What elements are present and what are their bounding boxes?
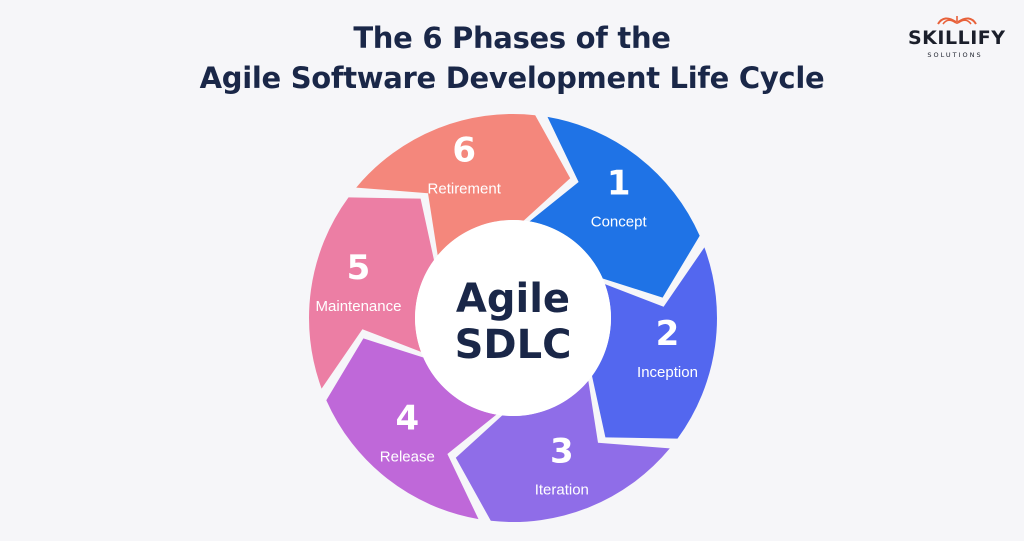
phase-segment-retirement	[356, 113, 571, 256]
phase-segment-inception	[592, 247, 717, 439]
phase-segment-iteration	[455, 380, 670, 523]
books-icon	[937, 16, 977, 25]
phase-segment-maintenance	[309, 197, 434, 389]
center-circle	[415, 220, 611, 416]
phase-label-retirement: Retirement	[428, 181, 502, 198]
title-line-2: Agile Software Development Life Cycle	[199, 61, 825, 95]
phase-segment-concept	[529, 116, 700, 298]
phase-number-inception: 2	[656, 314, 680, 354]
title-line-1: The 6 Phases of the	[353, 21, 671, 55]
phase-label-iteration: Iteration	[535, 481, 589, 498]
phase-label-release: Release	[380, 448, 435, 465]
page-title: The 6 Phases of the Agile Software Devel…	[0, 18, 1024, 98]
logo-wordmark: SKILLIFY	[908, 27, 1006, 49]
phase-number-iteration: 3	[550, 431, 574, 471]
phase-label-inception: Inception	[637, 364, 698, 381]
phase-number-maintenance: 5	[347, 248, 371, 288]
center-label-line-2: SDLC	[455, 322, 572, 368]
phase-segment-release	[326, 338, 497, 520]
phase-label-concept: Concept	[591, 214, 648, 231]
phase-label-maintenance: Maintenance	[316, 298, 402, 315]
phase-number-release: 4	[395, 398, 419, 438]
phase-number-retirement: 6	[452, 131, 476, 171]
skillify-logo: SKILLIFY SOLUTIONS	[908, 12, 1006, 62]
phase-number-concept: 1	[607, 164, 631, 204]
center-label-line-1: Agile	[456, 276, 570, 322]
logo-subtitle: SOLUTIONS	[927, 51, 983, 59]
